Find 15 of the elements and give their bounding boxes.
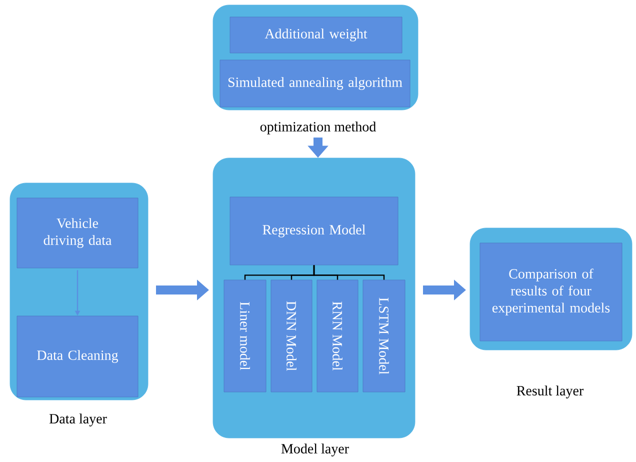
layer-label: Data layer bbox=[49, 414, 107, 426]
model-box: Liner model bbox=[224, 280, 266, 392]
layer-label: optimization method bbox=[260, 122, 376, 134]
model-box: LSTM Model bbox=[362, 280, 406, 392]
process-box: Comparison of results of four experimental models bbox=[480, 242, 622, 342]
process-box: Regression Model bbox=[230, 196, 398, 266]
model-box: RNN Model bbox=[316, 280, 358, 392]
model-box: DNN Model bbox=[270, 280, 312, 392]
process-box: Additional weight bbox=[230, 16, 402, 54]
process-box: Data Cleaning bbox=[16, 316, 138, 398]
layer-label: Result layer bbox=[516, 386, 584, 398]
layer-label: Model layer bbox=[281, 444, 349, 456]
process-box: Vehicle driving data bbox=[16, 198, 138, 268]
process-box: Simulated annealing algorithm bbox=[220, 60, 410, 108]
bracket-line bbox=[313, 265, 385, 280]
